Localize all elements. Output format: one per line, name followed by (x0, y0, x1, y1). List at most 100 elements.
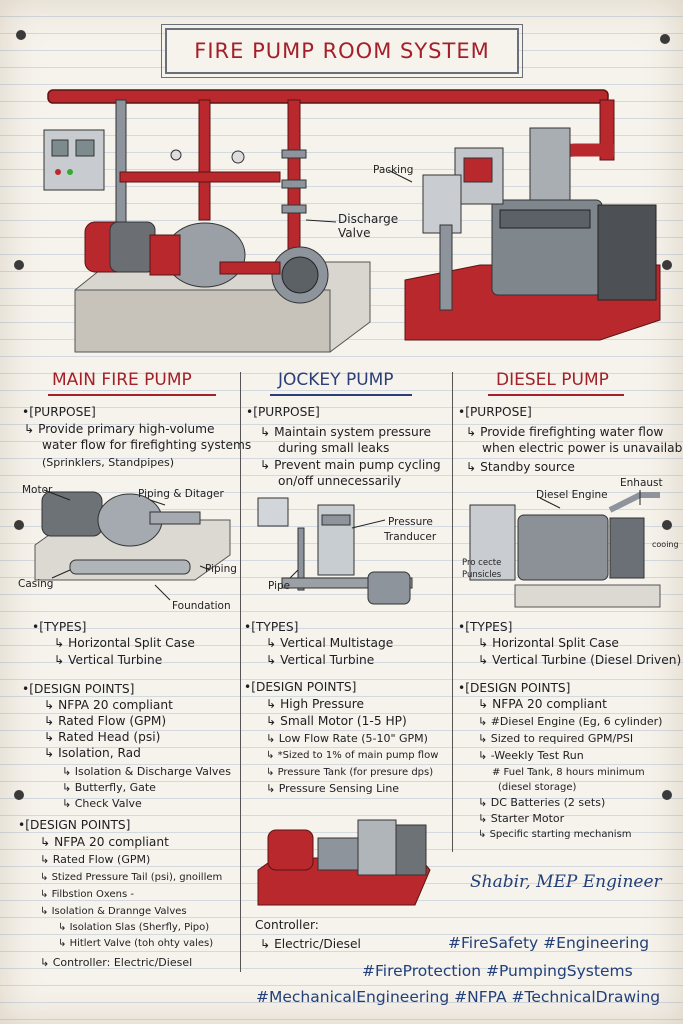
jockey-radiator (395, 824, 427, 876)
binder-hole (662, 520, 672, 530)
main-type-text: Horizontal Split Case (68, 636, 195, 650)
design-text: High Pressure (280, 697, 365, 711)
main-type: ↳ Vertical Turbine (54, 653, 163, 667)
label-cooing: cooing (652, 540, 679, 549)
mini-motor (41, 491, 103, 537)
main-purpose-line: water flow for firefighting systems (42, 438, 252, 452)
design-text: NFPA 20 compliant (54, 835, 169, 849)
engine-head (499, 209, 591, 229)
heading-main-pump: MAIN FIRE PUMP (52, 370, 192, 390)
diesel-design-point: ↳ -Weekly Test Run (478, 749, 584, 762)
design-text: Sized to required GPM/PSI (490, 732, 634, 745)
label-casing: Casing (18, 578, 54, 590)
binder-hole (662, 260, 672, 270)
main-design-point: ↳ Rated Head (psi) (44, 730, 161, 744)
design-text: -Weekly Test Run (490, 749, 584, 762)
header-pipe (47, 89, 609, 104)
main-design-label: •[DESIGN POINTS] (22, 682, 135, 696)
main-design2-label: •[DESIGN POINTS] (18, 818, 131, 832)
indicator-light (55, 169, 61, 175)
exhaust-stack (529, 127, 571, 201)
label-pro-cecte: Pro cecte (462, 558, 502, 568)
main-controller: ↳ Controller: Electric/Diesel (40, 956, 193, 969)
label-packing: Packing (373, 164, 414, 176)
jockey-motor (267, 829, 314, 871)
jockey-design-point: ↳ *Sized to 1% of main pump flow (266, 750, 439, 761)
main-design2-sub: ↳ Isolation Slas (Sherfly, Pipo) (58, 922, 210, 933)
design-text: Starter Motor (490, 812, 565, 825)
jockey-purpose-line: on/off unnecessarily (278, 474, 402, 488)
pump-band (321, 514, 351, 526)
hashtags-line: #FireSafety #Engineering (448, 934, 650, 952)
jockey-design-point: ↳ High Pressure (266, 697, 365, 711)
mini-gauge-panel (257, 497, 289, 527)
label-piping: Piping (205, 563, 237, 575)
main-purpose-line: ↳ Provide primary high-volume (24, 422, 215, 436)
heading-underline (488, 394, 624, 396)
design-text: Rated Flow (GPM) (58, 714, 167, 728)
label-pipe: Pipe (268, 580, 291, 592)
jockey-type: ↳ Vertical Multistage (266, 636, 394, 650)
main-design-sub: ↳ Isolation & Discharge Valves (62, 765, 231, 778)
jockey-purpose-line: ↳ Prevent main pump cycling (260, 458, 441, 472)
jockey-design-point: ↳ Low Flow Rate (5-10" GPM) (266, 732, 428, 745)
design-text: NFPA 20 compliant (492, 697, 607, 711)
main-design2-point: ↳ Filbstion Oxens - (40, 889, 135, 900)
gauge-display (51, 139, 69, 157)
mini-engine-block (469, 504, 516, 581)
label-punsicles: Punsicles (462, 570, 502, 580)
riser-pipe (198, 99, 211, 221)
design-sub-text: Check Valve (74, 797, 142, 810)
main-types-label: •[TYPES] (32, 620, 87, 634)
diesel-design-point: ↳ Sized to required GPM/PSI (478, 732, 634, 745)
label-diesel-engine: Diesel Engine (536, 489, 608, 501)
heading-underline (48, 394, 216, 396)
foundation-front (74, 289, 331, 353)
diesel-types-label: •[TYPES] (458, 620, 513, 634)
diesel-purpose-line: ↳ Standby source (466, 460, 575, 474)
main-design2-point: ↳ Stized Pressure Tail (psi), gnoillem (40, 872, 223, 883)
main-design-point: ↳ Rated Flow (GPM) (44, 714, 167, 728)
mini-engine (517, 514, 609, 581)
jockey-type-text: Vertical Multistage (280, 636, 394, 650)
controller-text: Controller: Electric/Diesel (52, 956, 193, 969)
label-pressure: Pressure (388, 516, 433, 528)
diesel-purpose-line: ↳ Provide firefighting water flow (466, 425, 664, 439)
page-title: FIRE PUMP ROOM SYSTEM (194, 39, 490, 63)
design-text: Rated Flow (GPM) (52, 853, 151, 866)
design-text: Pressure Tank (for presure dps) (277, 767, 434, 778)
main-design-point: ↳ NFPA 20 compliant (44, 698, 173, 712)
jockey-design-point: ↳ Small Motor (1-5 HP) (266, 714, 407, 728)
jockey-controller: ↳ Electric/Diesel (260, 937, 361, 951)
motor-fins (109, 221, 156, 273)
jockey-types-label: •[TYPES] (244, 620, 299, 634)
title-frame: FIRE PUMP ROOM SYSTEM (161, 24, 523, 78)
mini-exhaust (608, 492, 660, 513)
design-text: Specific starting mechanism (489, 829, 632, 840)
design-sub-text: Isolation Slas (Sherfly, Pipo) (69, 922, 210, 933)
gauge-display (75, 139, 95, 157)
design-text: Isolation & Dranng​e Valves (51, 906, 187, 917)
suction-pipe (219, 261, 281, 275)
label-motor: Motor (22, 484, 53, 496)
main-purpose-line: (Sprinklers, Standpipes) (42, 456, 175, 469)
label-enhaust: Enhaust (620, 477, 663, 489)
design-sub-text: Isolation & Discharge Valves (74, 765, 231, 778)
label-discharge-valve: Discharge Valve (338, 212, 399, 240)
flange (281, 204, 307, 214)
jockey-pump (317, 837, 359, 871)
jockey-panel (357, 819, 397, 876)
design-text: Isolation, Rad (58, 746, 141, 760)
mini-radiator (609, 517, 645, 579)
diesel-design-point: ↳ #Diesel Engine (Eg, 6 cylinder) (478, 715, 663, 728)
diesel-design-point: ↳ DC Batteries (2 sets) (478, 796, 606, 809)
main-type-text: Vertical Turbine (68, 653, 163, 667)
control-panel (43, 129, 105, 191)
design-text: *Sized to 1% of main pump flow (277, 750, 439, 761)
volute-core (281, 256, 319, 294)
leader-lines (289, 519, 386, 579)
diesel-design-point: # Fuel Tank, 8 hours minimum (492, 767, 645, 778)
controller-display (463, 157, 493, 183)
